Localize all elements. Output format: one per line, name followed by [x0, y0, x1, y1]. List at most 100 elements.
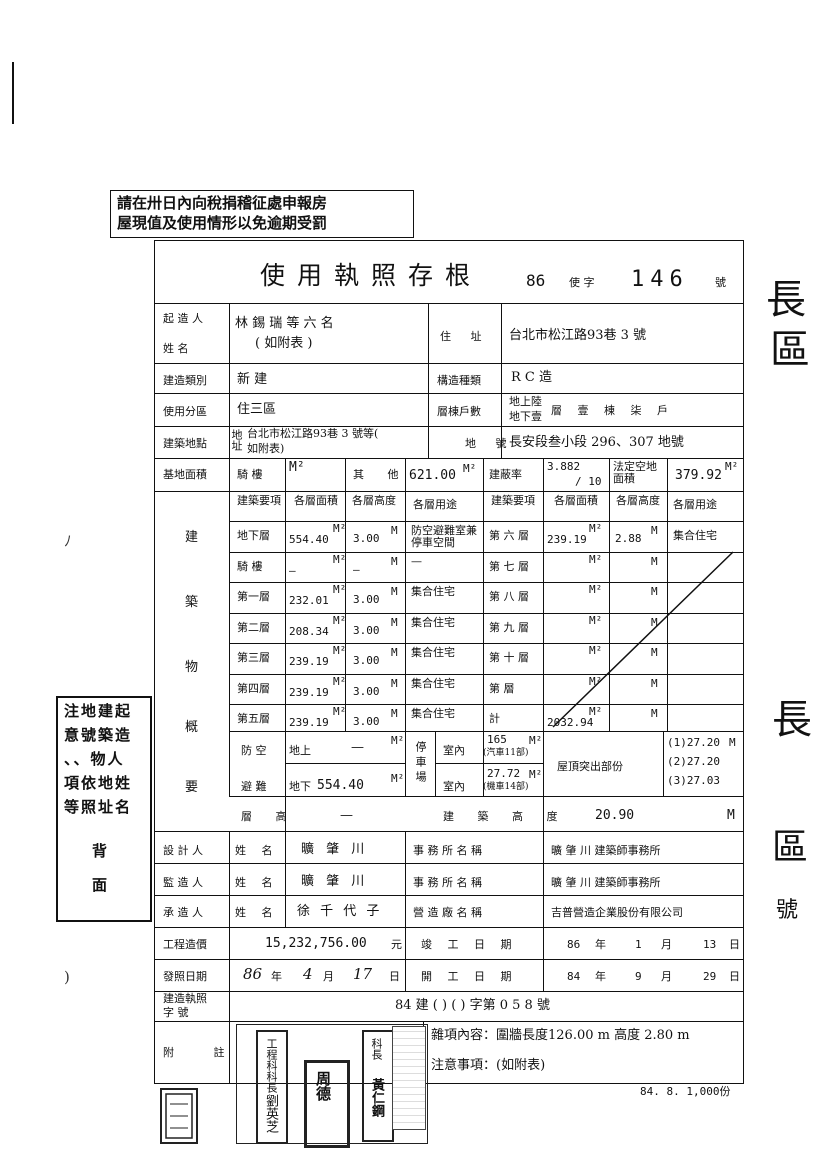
director-seal: 周德 [304, 1060, 350, 1148]
floor-height-unit: M [391, 585, 398, 598]
start-day: 29 [703, 970, 717, 983]
building-height-unit: M [727, 808, 735, 823]
cost-label: 工程造價 [163, 938, 207, 951]
build-type-label: 建造類別 [163, 374, 207, 387]
indoor-top-unit: M² [529, 734, 543, 747]
print-footer: 84. 8. 1,000份 [640, 1085, 731, 1098]
floor-height: 3.00 [353, 654, 380, 667]
chief-seal-name: 黃仁鋼 [369, 1078, 384, 1117]
floor-height: 3.00 [353, 593, 380, 606]
cost-value: 15,232,756.00 [265, 936, 367, 951]
floor-use: 集合住宅 [411, 707, 455, 720]
side-label-2: 築 [185, 595, 199, 610]
floor-area: — [289, 563, 296, 577]
floors-above: 地上陸 [509, 395, 542, 408]
section-chief-stamp: 工程科科長 劉英芝 [256, 1030, 288, 1144]
struct-value: R C 造 [511, 370, 552, 385]
floor-area-unit: M² [589, 522, 603, 535]
issue-year-word: 年 [271, 970, 282, 983]
hdr-height-right: 各層高度 [616, 494, 660, 507]
floors-below: 地下壹 [509, 410, 542, 423]
site-label: 建築地點 [163, 437, 207, 450]
attention-note: 注意事項：(如附表) [431, 1058, 546, 1073]
hdr-area-right: 各層面積 [554, 494, 598, 507]
shelter-below-unit: M² [391, 772, 405, 785]
hdr-item-right: 建築要項 [491, 494, 535, 507]
floor-use: 集合住宅 [673, 529, 717, 542]
binding-line [12, 62, 14, 124]
floor-area-unit: M² [589, 552, 603, 566]
floor-name: 第 七 層 [489, 559, 529, 573]
side-note-line-4: 項依地姓 [64, 774, 133, 792]
issue-day: 17 [353, 965, 373, 983]
zi-label: 使 字 [569, 276, 595, 289]
director-seal-text: 周德 [314, 1071, 332, 1101]
designer-name: 曠 肇 川 [301, 842, 369, 857]
permit-label-1: 建造執照 [163, 992, 207, 1005]
void-strike [552, 551, 734, 728]
shelter-label-1: 防 空 [241, 744, 267, 757]
floor-height-unit: M [651, 615, 658, 629]
floor-area: 554.40 [289, 533, 329, 546]
floor-height-unit: M [651, 585, 658, 598]
side-label-4: 概 [185, 720, 199, 735]
floor-row-rule [229, 551, 743, 553]
floor-height: 3.00 [353, 684, 380, 698]
floor-area-unit: M² [333, 644, 347, 657]
floor-name: 第五層 [237, 712, 270, 725]
designer-label: 設 計 人 [163, 844, 203, 857]
floor-area-unit: M² [333, 613, 347, 627]
start-label: 開 工 日 期 [421, 970, 518, 983]
floor-name: 計 [489, 712, 500, 725]
floor-height-unit: M [391, 676, 398, 690]
floor-name: 騎 樓 [237, 559, 263, 573]
floor-area: 239.19 [289, 655, 329, 668]
issue-month-word: 月 [323, 970, 334, 983]
indoor-top-note: (汽車11部) [483, 748, 529, 758]
indoor-label-top: 室內 [443, 744, 465, 757]
indoor-bottom-value: 27.72 [487, 767, 521, 780]
side-label-1: 建 [185, 530, 199, 545]
floor-name: 第 九 層 [489, 620, 529, 634]
completion-day-word: 日 [729, 938, 740, 951]
floor-height-unit: M [651, 646, 658, 659]
floor-area: 232.01 [289, 594, 329, 607]
designer-name-label: 姓 名 [235, 844, 279, 857]
storey-height-label: 層 高 [241, 810, 297, 823]
owner-label-bottom: 姓 名 [163, 342, 189, 355]
hao-label: 號 [715, 276, 726, 289]
section-chief-title: 工程科科長 [265, 1038, 278, 1093]
floor-name: 第 八 層 [489, 590, 529, 603]
start-year-word: 年 [595, 970, 606, 983]
floor-area: 239.19 [547, 533, 587, 546]
hdr-height-left: 各層高度 [352, 494, 396, 507]
right-fragment-5: 號 [776, 898, 799, 923]
site-address-2: 如附表) [247, 442, 285, 455]
misc-content: 雜項內容：圍牆長度126.00 m 高度 2.80 m [431, 1028, 690, 1043]
floor-use: 防空避難室兼停車空間 [411, 524, 477, 549]
supervisor-label: 監 造 人 [163, 876, 203, 889]
floor-area-unit: M² [333, 522, 347, 535]
issue-label: 發照日期 [163, 970, 207, 983]
side-note-line-1: 注地建起 [64, 702, 133, 720]
contractor-firm: 吉普營造企業股份有限公司 [551, 906, 683, 919]
margin-mark-1: ﾉ [64, 532, 72, 550]
floor-use: 集合住宅 [411, 646, 455, 659]
floor-row-rule [229, 521, 743, 522]
roof-label: 屋頂突出部份 [557, 760, 623, 773]
floors-detail: 層 壹 棟 柒 戶 [551, 404, 674, 417]
arcade-unit: M² [289, 460, 305, 475]
completion-month: 1 [635, 938, 642, 951]
site-address: 台北市松江路93巷 3 號等( [247, 427, 379, 440]
floor-height-unit: M [391, 707, 398, 720]
floor-height: 2.88 [615, 532, 642, 545]
completion-year: 86 [567, 938, 581, 951]
cost-unit: 元 [391, 938, 402, 951]
floor-name: 第 十 層 [489, 651, 529, 664]
floor-area-unit: M² [333, 705, 347, 718]
owner-name: 林 錫 瑞 等 六 名 [235, 316, 334, 331]
floor-height: 3.00 [353, 623, 380, 637]
permit-number: 146 [631, 267, 689, 292]
floor-height-unit: M [391, 554, 398, 568]
floor-row-rule [229, 704, 743, 705]
